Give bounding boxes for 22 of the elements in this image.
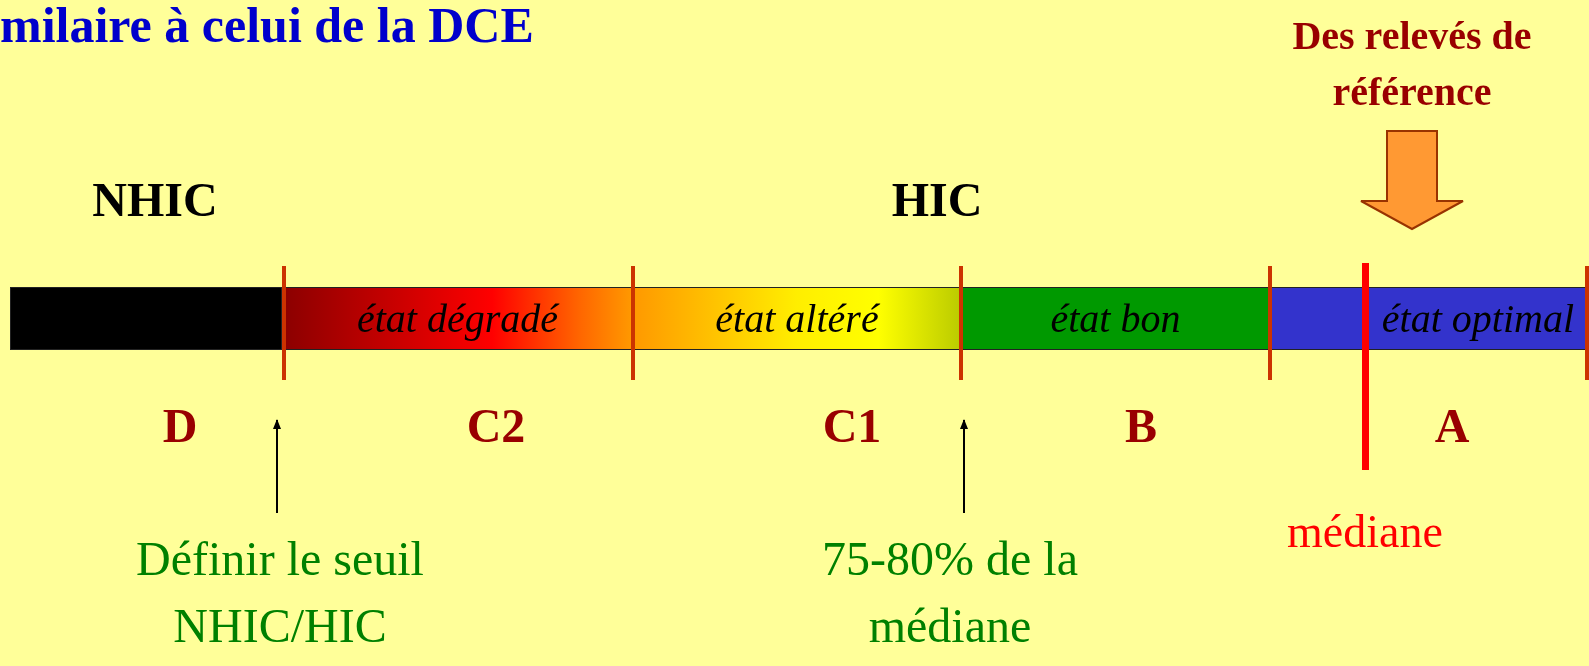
median-label: médiane (1286, 505, 1444, 558)
arrow (273, 419, 281, 514)
class-letter: B (1124, 398, 1158, 453)
zone-heading: HIC (890, 172, 984, 227)
class-letter: D (161, 398, 199, 453)
scale-bar-segment (10, 287, 282, 350)
zone-heading: NHIC (91, 172, 219, 227)
state-label: état altéré (715, 295, 879, 342)
slide-title: milaire à celui de la DCE (0, 0, 534, 54)
annotation-text: 75-80% de la médiane (821, 531, 1079, 655)
reference-note: Des relevés de référence (1291, 12, 1533, 116)
class-letter: C1 (821, 398, 883, 453)
arrow (960, 419, 968, 514)
class-letter: A (1433, 398, 1471, 453)
class-letter: C2 (465, 398, 527, 453)
state-label: état optimal (1381, 295, 1574, 342)
state-label: état dégradé (356, 295, 559, 342)
scale-segment (961, 287, 1270, 350)
block-arrow (1360, 130, 1464, 231)
annotation-text: Définir le seuil NHIC/HIC (135, 531, 425, 655)
state-label: état bon (1050, 295, 1181, 342)
scale-segment (633, 287, 961, 350)
